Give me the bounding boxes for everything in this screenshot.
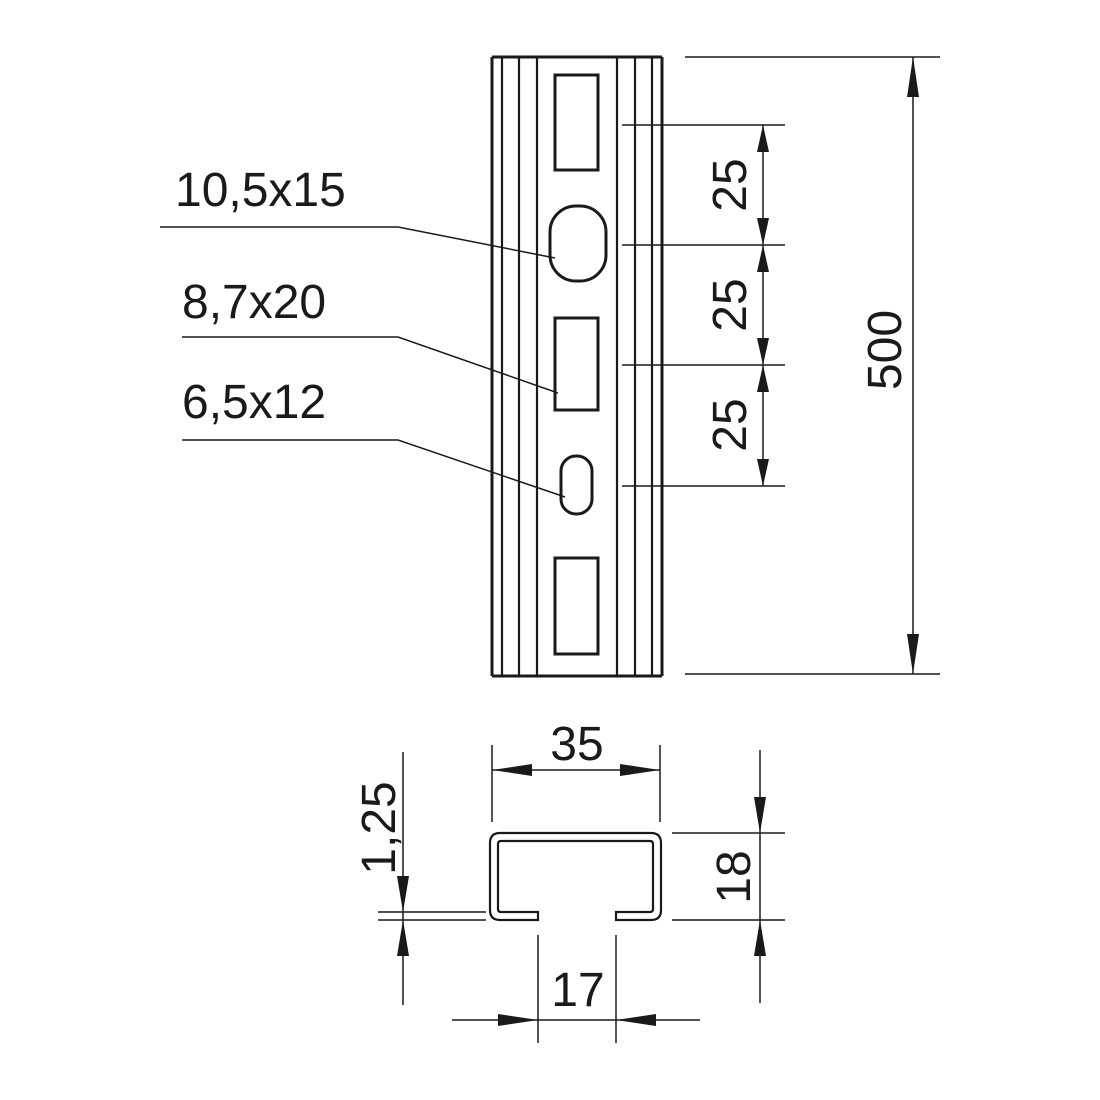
pitch-label-1: 25 <box>704 158 757 211</box>
small-slot-hole <box>559 454 594 516</box>
width-label: 35 <box>550 718 603 771</box>
height-label: 18 <box>708 850 761 903</box>
pitch-extension-lines <box>622 124 785 487</box>
large-slot-label: 10,5x15 <box>175 164 346 217</box>
pitch-label-3: 25 <box>704 398 757 451</box>
opening-dimension <box>452 935 700 1043</box>
width-dimension <box>491 745 661 822</box>
rect-slot-label: 8,7x20 <box>182 276 326 329</box>
large-slot-hole <box>548 204 608 283</box>
pitch-label-2: 25 <box>704 278 757 331</box>
pitch-dimension-lines <box>757 125 769 486</box>
thickness-dimension <box>378 752 486 1005</box>
height-dimension <box>672 750 785 1003</box>
cross-section-profile <box>488 831 663 922</box>
length-label: 500 <box>859 310 912 390</box>
rect-slot-top <box>553 73 600 172</box>
hole-leaders <box>160 226 566 498</box>
length-dimension <box>685 56 940 675</box>
rail-front-view <box>490 55 664 678</box>
opening-label: 17 <box>551 964 604 1017</box>
small-slot-label: 6,5x12 <box>182 376 326 429</box>
thickness-label: 1,25 <box>353 781 406 874</box>
rect-slot-hole <box>553 316 600 412</box>
rect-slot-bottom <box>553 556 600 656</box>
